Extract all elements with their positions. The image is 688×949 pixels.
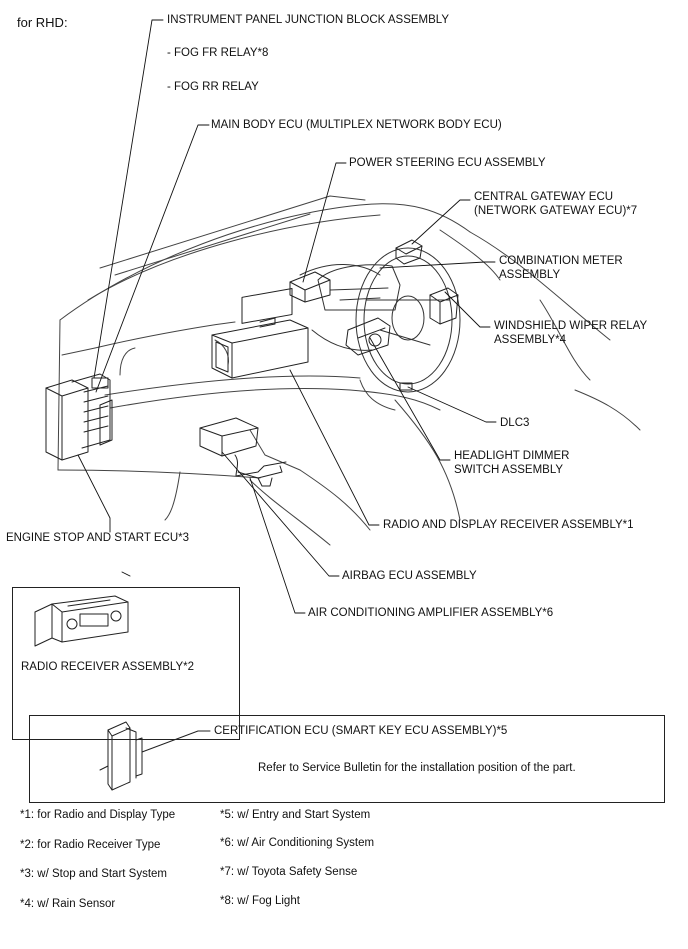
label-radio-receiver: RADIO RECEIVER ASSEMBLY*2: [21, 661, 194, 673]
gateway-ecu: [395, 239, 423, 265]
label-combination-meter-assembly: ASSEMBLY: [499, 269, 561, 281]
label-fog-rr-relay: - FOG RR RELAY: [167, 81, 259, 93]
label-power-steering-ecu: POWER STEERING ECU ASSEMBLY: [349, 157, 546, 169]
wiper-relay: [429, 287, 459, 325]
airbag-aircon-units: [199, 417, 287, 487]
label-airbag-ecu: AIRBAG ECU ASSEMBLY: [342, 570, 477, 582]
footnote-5: *5: w/ Entry and Start System: [220, 809, 371, 821]
page-heading: for RHD:: [17, 15, 68, 30]
footnote-4: *4: w/ Rain Sensor: [20, 898, 116, 910]
label-air-conditioning-amplifier: AIR CONDITIONING AMPLIFIER ASSEMBLY*6: [308, 607, 554, 619]
certification-ecu-unit: [99, 721, 211, 791]
label-certification-ecu: CERTIFICATION ECU (SMART KEY ECU ASSEMBL…: [214, 725, 508, 737]
label-dlc3: DLC3: [500, 417, 530, 429]
label-radio-display-receiver: RADIO AND DISPLAY RECEIVER ASSEMBLY*1: [383, 519, 634, 531]
radio-receiver-inset: [12, 587, 240, 740]
power-steering-ecu: [289, 271, 331, 303]
footnote-6: *6: w/ Air Conditioning System: [220, 837, 375, 849]
steering-wheel: [299, 247, 461, 393]
label-main-body-ecu: MAIN BODY ECU (MULTIPLEX NETWORK BODY EC…: [211, 119, 502, 131]
radio-display-receiver: [211, 288, 309, 379]
label-fog-fr-relay: - FOG FR RELAY*8: [167, 47, 269, 59]
leader-lines: [77, 19, 497, 614]
footnote-3: *3: w/ Stop and Start System: [20, 868, 168, 880]
radio-receiver-unit: [34, 595, 129, 647]
label-combination-meter: COMBINATION METER: [499, 255, 623, 267]
dashboard-outline: [57, 195, 641, 546]
label-network-gateway-ecu: (NETWORK GATEWAY ECU)*7: [474, 205, 638, 217]
junction-block-cluster: [45, 373, 113, 461]
note-refer-service-bulletin: Refer to Service Bulletin for the instal…: [258, 762, 576, 774]
label-instrument-panel-junction-block: INSTRUMENT PANEL JUNCTION BLOCK ASSEMBLY: [167, 14, 450, 26]
footnote-8: *8: w/ Fog Light: [220, 895, 300, 907]
footnote-2: *2: for Radio Receiver Type: [20, 839, 161, 851]
footnote-1: *1: for Radio and Display Type: [20, 809, 176, 821]
label-headlight-dimmer: HEADLIGHT DIMMER: [454, 450, 570, 462]
certification-ecu-inset: [29, 715, 665, 803]
combination-meter: [317, 264, 401, 311]
label-headlight-dimmer-switch: SWITCH ASSEMBLY: [454, 464, 564, 476]
headlight-switch: [345, 317, 391, 356]
dlc3-connector: [399, 382, 413, 391]
label-central-gateway-ecu: CENTRAL GATEWAY ECU: [474, 191, 614, 203]
label-windshield-wiper-relay-assembly: ASSEMBLY*4: [494, 334, 567, 346]
footnote-7: *7: w/ Toyota Safety Sense: [220, 866, 358, 878]
label-engine-stop-start-ecu: ENGINE STOP AND START ECU*3: [6, 532, 189, 544]
label-windshield-wiper-relay: WINDSHIELD WIPER RELAY: [494, 320, 648, 332]
